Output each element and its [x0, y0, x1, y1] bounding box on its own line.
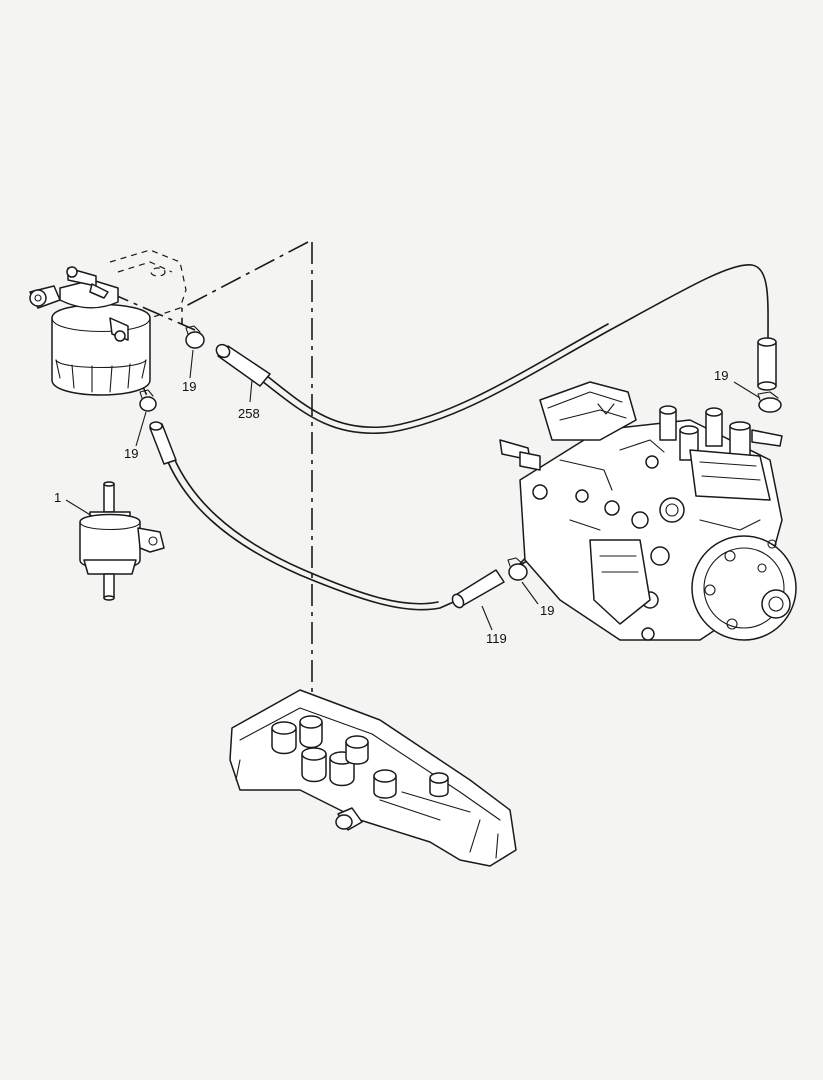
fuel-pump-part-1: [79, 481, 165, 601]
callout-19-upper: 19: [182, 379, 196, 394]
callout-19-right: 19: [714, 368, 728, 383]
hose-right-vertical: [757, 337, 777, 391]
fuel-line-lower: [167, 457, 459, 611]
hose-119: [451, 569, 505, 609]
fuel-line-upper: [257, 264, 769, 434]
hose-clamp-19-upper-left: [185, 325, 205, 349]
hose-clamp-19-left: [139, 389, 157, 412]
hose-short-left: [149, 421, 177, 465]
callout-258: 258: [238, 406, 260, 421]
intake-manifold: [229, 689, 517, 867]
injection-pump: [499, 381, 797, 641]
hose-258: [215, 343, 271, 387]
callout-19-left: 19: [124, 446, 138, 461]
fuel-filter-assembly: [29, 249, 187, 396]
callout-119: 119: [486, 631, 507, 646]
callout-19-lower: 19: [540, 603, 554, 618]
leader-lines: [65, 349, 761, 631]
callout-1: 1: [54, 490, 61, 505]
hose-clamp-19-right: [757, 391, 782, 413]
hose-clamp-19-lower: [507, 557, 528, 581]
